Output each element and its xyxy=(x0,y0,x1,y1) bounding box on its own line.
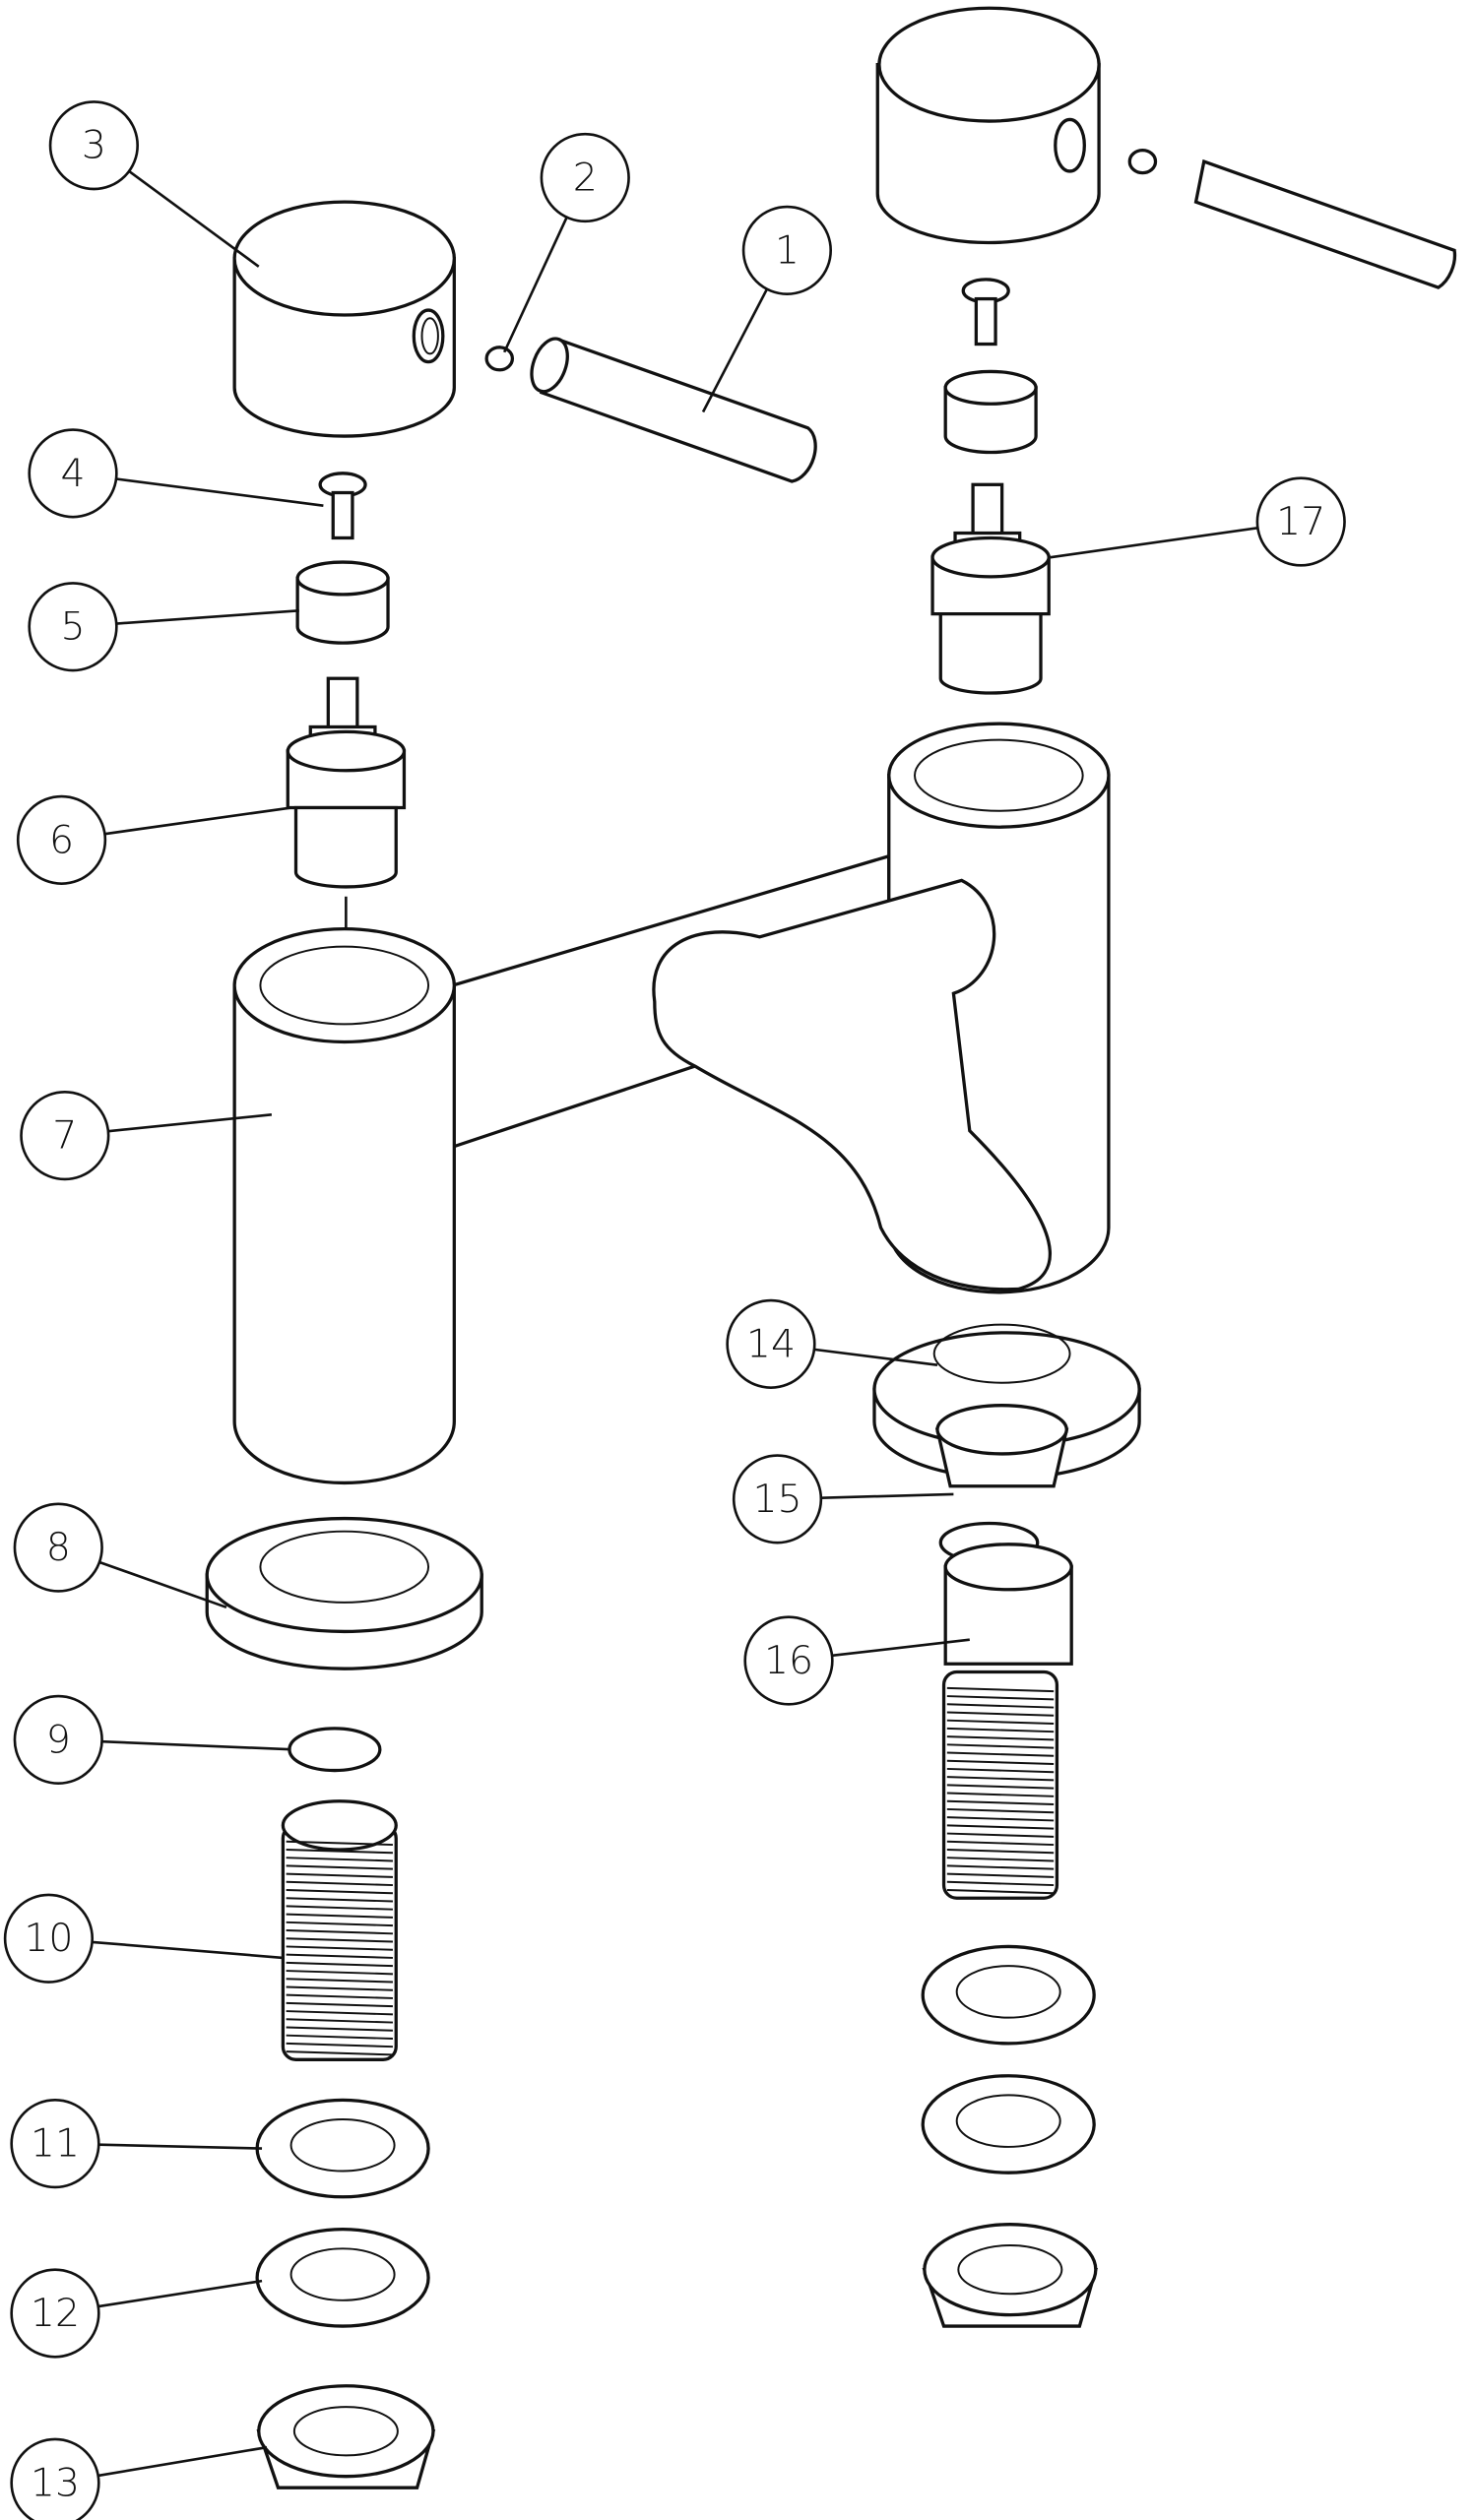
callout-circle xyxy=(741,205,832,295)
callout-circle xyxy=(48,100,139,191)
adapter-right xyxy=(943,369,1038,455)
callout-circle xyxy=(1255,476,1346,567)
callout-circle xyxy=(28,582,118,672)
callout-number: 15 xyxy=(752,1477,801,1522)
callout-number: 11 xyxy=(31,2121,80,2167)
callout-circle xyxy=(743,1615,834,1706)
grub-screw-right xyxy=(1127,148,1158,175)
washer-12 xyxy=(255,2227,430,2328)
leader-line xyxy=(701,288,769,413)
callout-7: 7 xyxy=(20,1091,273,1181)
leader-line xyxy=(820,1492,954,1499)
callout-4: 4 xyxy=(28,428,324,519)
callout-15: 15 xyxy=(732,1454,954,1544)
callout-16: 16 xyxy=(743,1615,970,1706)
leader-line xyxy=(97,2279,263,2308)
back-nut-right xyxy=(922,2223,1098,2328)
callout-number: 2 xyxy=(573,156,598,201)
washer-right-1 xyxy=(921,1944,1096,2046)
back-nut-left xyxy=(256,2384,436,2489)
callout-number: 5 xyxy=(61,604,86,650)
spout-plate xyxy=(872,1323,1141,1480)
callout-number: 9 xyxy=(46,1717,71,1762)
callout-number: 3 xyxy=(82,123,106,168)
threaded-shank-left xyxy=(281,1799,398,2061)
leader-line xyxy=(1050,526,1258,559)
threaded-shank-right xyxy=(941,1543,1073,1900)
leader-line xyxy=(503,217,568,353)
callout-13: 13 xyxy=(10,2437,268,2520)
washer-right-2 xyxy=(921,2074,1096,2174)
callout-12: 12 xyxy=(10,2268,263,2359)
callout-8: 8 xyxy=(13,1502,227,1609)
leader-line xyxy=(92,1940,284,1960)
callout-circle xyxy=(10,2268,100,2359)
callout-number: 12 xyxy=(31,2291,80,2336)
leader-line xyxy=(98,2143,263,2150)
callout-14: 14 xyxy=(726,1298,938,1389)
callout-circle xyxy=(10,2099,100,2189)
handle-head-left xyxy=(232,200,456,438)
tap-body xyxy=(232,722,1111,1485)
leader-line xyxy=(97,2445,268,2478)
callout-number: 13 xyxy=(31,2460,80,2505)
callout-circle xyxy=(732,1454,823,1544)
lever-left xyxy=(530,337,817,483)
callout-number: 1 xyxy=(775,227,800,273)
callout-17: 17 xyxy=(1050,476,1346,567)
leader-line xyxy=(116,608,299,625)
leader-line xyxy=(831,1638,970,1658)
leader-line xyxy=(98,1560,227,1609)
callout-number: 10 xyxy=(24,1916,73,1961)
leader-line xyxy=(813,1348,938,1366)
grub-screw-left xyxy=(484,346,515,372)
cartridge-right xyxy=(930,482,1051,695)
leader-line xyxy=(115,477,324,507)
callout-11: 11 xyxy=(10,2099,263,2189)
callout-circle xyxy=(16,794,107,885)
callout-1: 1 xyxy=(701,205,832,413)
callout-circle xyxy=(726,1298,816,1389)
leader-line xyxy=(128,169,260,268)
leader-line xyxy=(104,806,291,836)
callout-3: 3 xyxy=(48,100,260,268)
callout-10: 10 xyxy=(3,1893,284,1984)
callout-9: 9 xyxy=(13,1694,291,1786)
leader-line xyxy=(107,1113,273,1133)
handle-head-right xyxy=(875,6,1101,245)
washer-11 xyxy=(255,2098,430,2199)
callout-6: 6 xyxy=(16,794,291,885)
base-plate-left xyxy=(205,1516,483,1670)
callout-number: 4 xyxy=(61,451,86,496)
callout-number: 6 xyxy=(49,817,74,862)
callout-number: 8 xyxy=(46,1525,71,1570)
lever-right xyxy=(1193,158,1457,289)
cartridge-left xyxy=(286,676,407,889)
callout-number: 17 xyxy=(1276,499,1325,544)
callout-number: 14 xyxy=(746,1321,796,1366)
callout-number: 16 xyxy=(764,1638,813,1683)
aerator xyxy=(934,1404,1069,1564)
callout-circle xyxy=(3,1893,95,1984)
leader-line xyxy=(101,1739,291,1751)
callout-circle xyxy=(20,1091,110,1181)
screw-left xyxy=(318,472,367,540)
adapter-left xyxy=(295,560,390,645)
callout-2: 2 xyxy=(503,132,630,353)
callout-number: 7 xyxy=(52,1113,77,1159)
callout-circle xyxy=(13,1502,103,1593)
callout-circle xyxy=(540,132,630,223)
callout-circle xyxy=(10,2437,100,2520)
callout-circle xyxy=(13,1694,103,1786)
o-ring-left xyxy=(288,1727,382,1773)
callout-circle xyxy=(28,428,118,519)
callout-5: 5 xyxy=(28,582,299,672)
screw-right xyxy=(961,278,1010,346)
